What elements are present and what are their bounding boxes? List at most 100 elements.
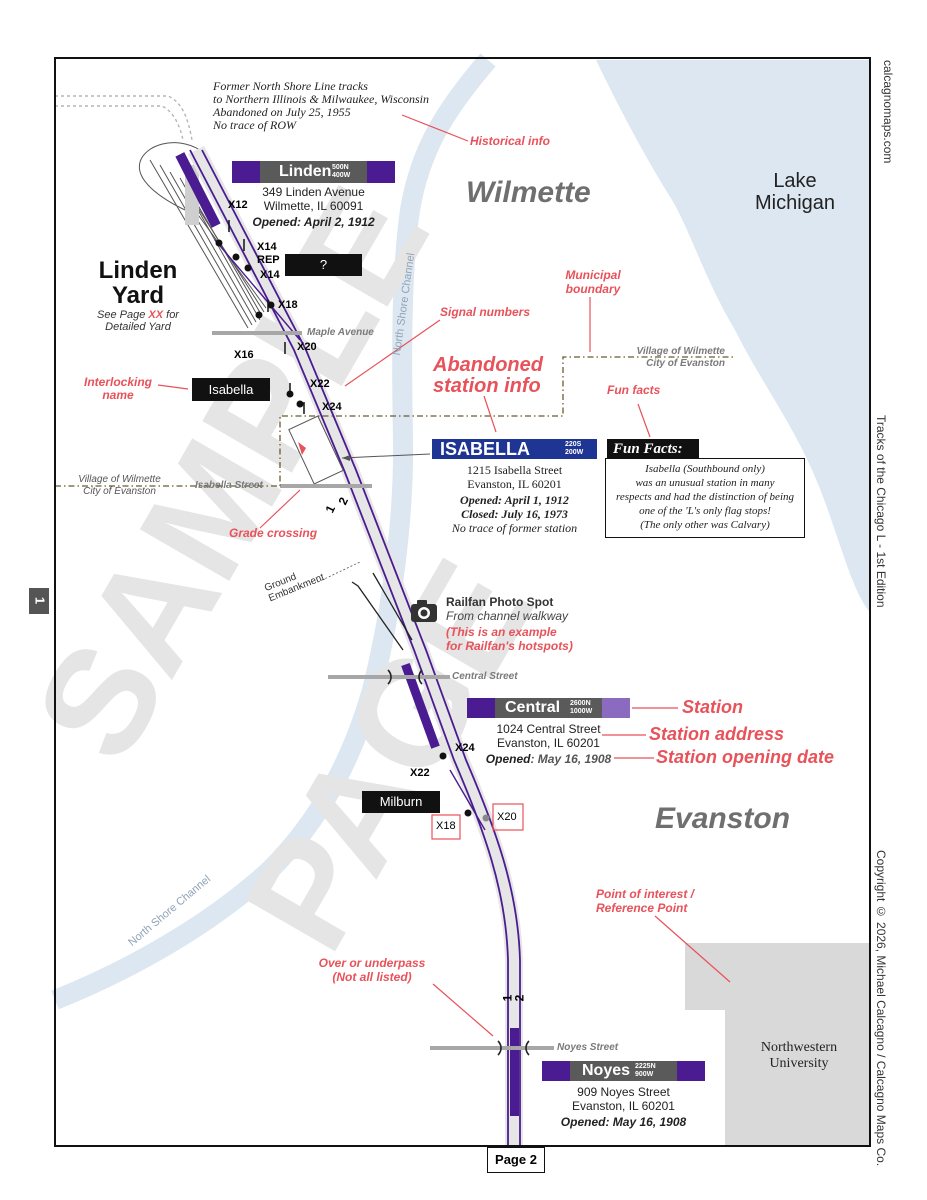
- legend-abandoned-station: Abandoned station info: [433, 355, 543, 397]
- yard-ref-page-link[interactable]: XX: [148, 309, 164, 321]
- yard-title-1: Linden: [98, 257, 178, 284]
- signal-x12-label: X12: [228, 199, 248, 211]
- signal-x20b-label: X20: [497, 811, 517, 823]
- isabella-marker: [298, 442, 306, 455]
- milburn-crossover: [449, 769, 486, 831]
- signal-x18b-label: X18: [436, 820, 456, 832]
- noyes-opened: Opened: May 16, 1908: [560, 1115, 687, 1129]
- central-sign-right: [602, 698, 630, 718]
- legend-historical-info: Historical info: [470, 134, 551, 148]
- linden-sign-left: [232, 161, 260, 183]
- noyes-coord-2: 900W: [635, 1071, 654, 1078]
- northwestern-university-area: [685, 943, 870, 1146]
- boundary-upper-line2: City of Evanston: [646, 358, 725, 369]
- page-tab: [29, 588, 49, 614]
- history-note-line3: Abandoned on July 25, 1955: [213, 105, 351, 119]
- fun-fact-line1: Isabella (Southbound only): [645, 463, 765, 475]
- isabella-station-outline: [288, 415, 344, 485]
- railfan-example-1: (This is an example: [446, 625, 557, 639]
- noyes-sign-left: [542, 1061, 570, 1081]
- lake-label-line2: Michigan: [754, 192, 836, 214]
- boundary-lower-line2: City of Evanston: [83, 486, 156, 497]
- legend-point-of-interest: Point of interest / Reference Point: [596, 887, 694, 915]
- signal-x24a-label: X24: [322, 401, 342, 413]
- history-note: Former North Shore Line tracks to Northe…: [213, 80, 429, 132]
- x18-signal-box: [431, 814, 461, 840]
- yard-title: Linden Yard: [88, 258, 188, 308]
- isabella-sign-coords: 220S 200W: [565, 441, 583, 457]
- copyright: Copyright © 2026, Michael Calcagno / Cal…: [874, 850, 888, 1167]
- legend-underpass-line1: Over or underpass: [318, 956, 426, 970]
- legend-leaders: [157, 114, 731, 1037]
- noyes-sign-name: Noyes: [582, 1062, 631, 1079]
- signal-x16-label: X16: [234, 349, 254, 361]
- northwestern-line1: Northwestern: [760, 1040, 838, 1055]
- history-note-line4: No trace of ROW: [213, 118, 296, 132]
- page-tab-number: 1: [32, 596, 48, 605]
- isabella-note: No trace of former station: [451, 521, 578, 535]
- yard-title-2: Yard: [111, 282, 165, 309]
- legend-municipal-line1: Municipal: [565, 268, 621, 282]
- central-sign-left: [467, 698, 495, 718]
- central-address-2: Evanston, IL 60201: [497, 736, 600, 750]
- yard-reference: See Page XX for Detailed Yard: [80, 309, 196, 333]
- central-street-label: Central Street: [452, 671, 518, 682]
- x20-signal-box: [492, 803, 524, 831]
- embankment-bracket: [351, 581, 404, 651]
- signal-x22b-label: X22: [410, 767, 430, 779]
- central-station-sign: Central 2600N 1000W: [467, 698, 630, 718]
- linden-platform: [175, 152, 221, 228]
- northwestern-line2: University: [769, 1056, 829, 1071]
- legend-grade-crossing: Grade crossing: [229, 526, 318, 540]
- linden-sign-right: [367, 161, 395, 183]
- isabella-address-2: Evanston, IL 60201: [467, 477, 562, 491]
- signal-x22a-label: X22: [310, 378, 330, 390]
- isabella-interlocking-box: Isabella: [192, 378, 270, 401]
- railfan-example-2: for Railfan's hotspots): [446, 639, 573, 653]
- history-note-line1: Former North Shore Line tracks: [213, 79, 368, 93]
- isabella-coord-2: 200W: [565, 449, 584, 456]
- lake-label-line1: Lake: [773, 170, 817, 192]
- linden-station-sign: Linden 500N 400W: [232, 161, 395, 183]
- isabella-street-label: Isabella Street: [195, 480, 263, 491]
- yard-ref-line2: Detailed Yard: [105, 321, 171, 333]
- fun-facts-title: Fun Facts:: [607, 439, 699, 460]
- legend-interlocking-name: Interlocking name: [78, 376, 158, 402]
- legend-interlocking-line1: Interlocking: [83, 375, 152, 389]
- legend-underpass-line2: (Not all listed): [332, 970, 412, 984]
- central-opened-date: : May 16, 1908: [530, 752, 612, 766]
- legend-poi-line2: Reference Point: [596, 901, 688, 915]
- legend-over-underpass: Over or underpass (Not all listed): [310, 956, 434, 984]
- mainline-tracks: [189, 149, 521, 1146]
- track-row-shade: [188, 145, 523, 1146]
- central-station-details: 1024 Central Street Evanston, IL 60201 O…: [467, 722, 630, 766]
- legend-station-opening-date: Station opening date: [656, 747, 834, 767]
- legend-fun-facts: Fun facts: [607, 383, 661, 397]
- noyes-coord-1: 2225N: [635, 1063, 656, 1070]
- map-frame: [54, 57, 871, 1147]
- evanston-label: Evanston: [655, 802, 791, 835]
- maple-avenue-label: Maple Avenue: [307, 327, 374, 338]
- yard-ref-suffix: for: [163, 309, 179, 321]
- isabella-station-sign: ISABELLA 220S 200W: [432, 439, 597, 459]
- legend-municipal-boundary: Municipal boundary: [555, 268, 631, 296]
- noyes-street-label: Noyes Street: [557, 1042, 619, 1053]
- boundary-upper-line1: Village of Wilmette: [636, 346, 725, 357]
- boundary-lower-line1: Village of Wilmette: [78, 474, 161, 485]
- signal-rep-label: REP: [257, 254, 280, 266]
- noyes-address-2: Evanston, IL 60201: [572, 1099, 675, 1113]
- linden-sign-name: Linden: [279, 163, 332, 180]
- isabella-coord-1: 220S: [565, 441, 582, 448]
- book-title: Tracks of the Chicago L - 1st Edition: [874, 415, 888, 608]
- fun-fact-line5: (The only other was Calvary): [640, 519, 770, 531]
- isabella-pointer: [341, 453, 431, 459]
- next-page-button[interactable]: Page 2: [487, 1147, 545, 1173]
- noyes-station-sign: Noyes 2225N 900W: [542, 1061, 705, 1081]
- boundary-label-upper: Village of Wilmette City of Evanston: [610, 346, 725, 370]
- fun-fact-line2: was an unusual station in many: [635, 477, 775, 489]
- isabella-closed: Closed: July 16, 1973: [461, 507, 568, 521]
- central-coord-2: 1000W: [570, 708, 593, 715]
- linden-station-details: 349 Linden Avenue Wilmette, IL 60091 Ope…: [232, 185, 395, 229]
- central-address-1: 1024 Central Street: [496, 722, 601, 736]
- legend-abandoned-line2: station info: [433, 375, 541, 397]
